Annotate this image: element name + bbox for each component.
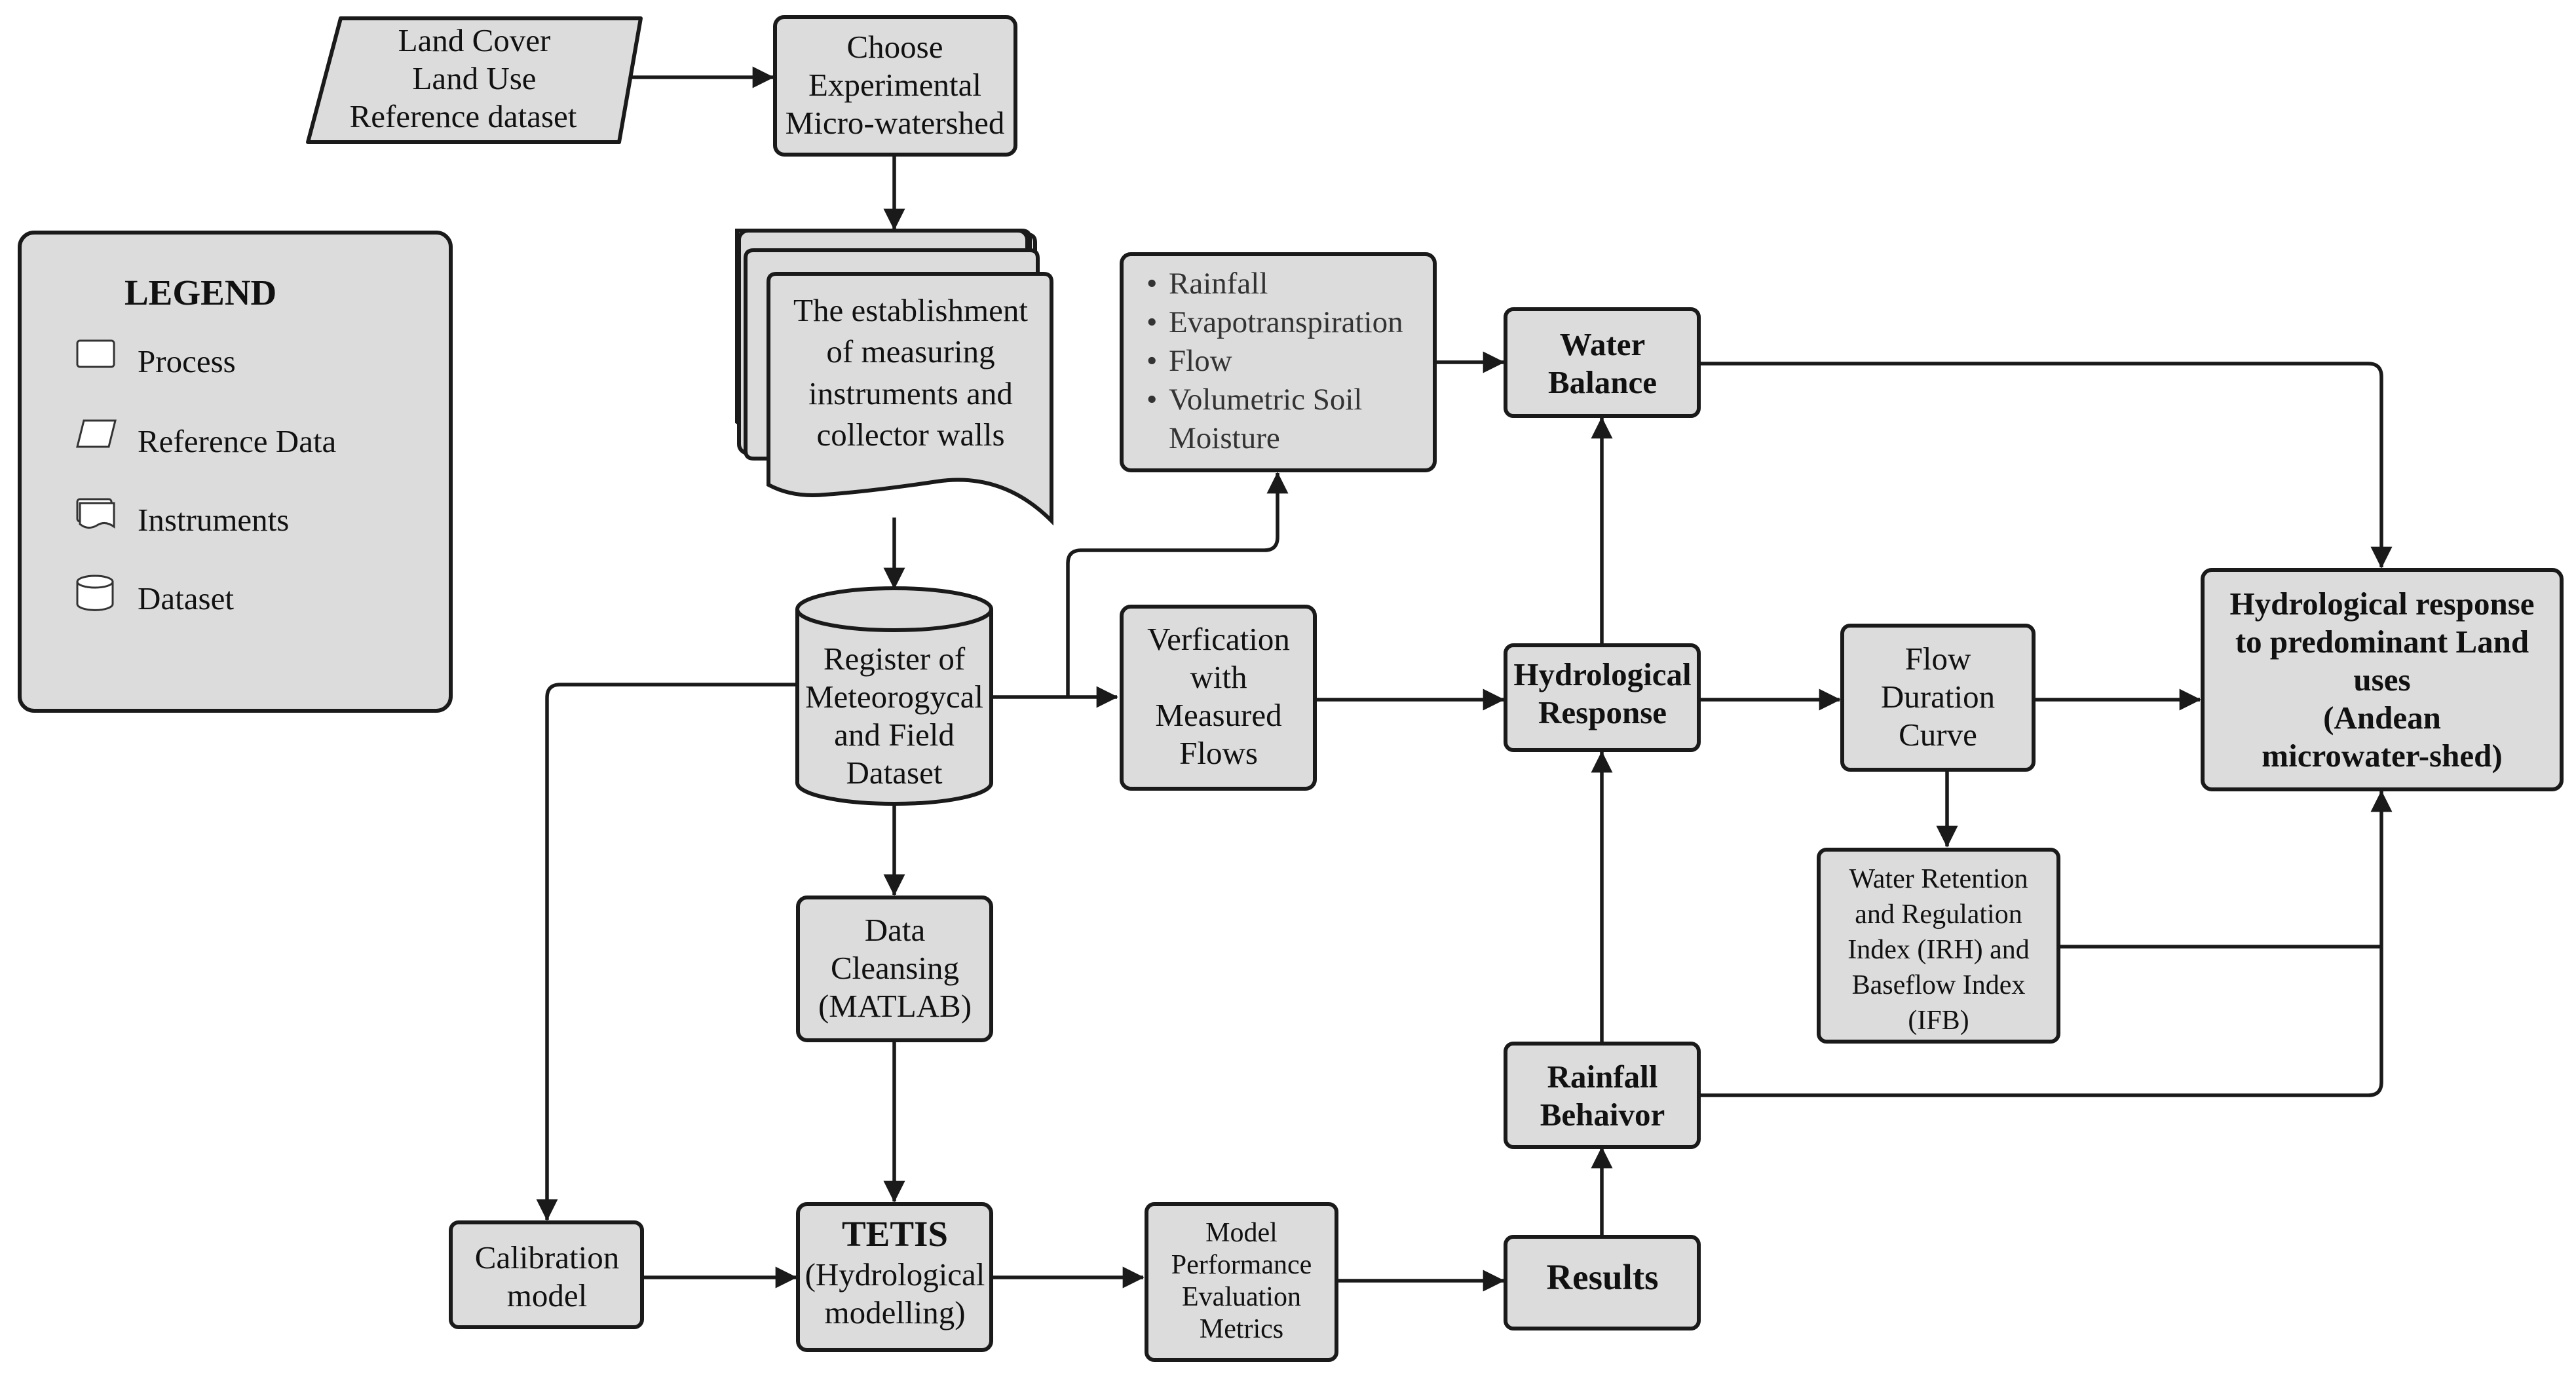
svg-text:Baseflow Index: Baseflow Index bbox=[1852, 970, 2026, 1000]
list-item: Evapotranspiration bbox=[1169, 305, 1403, 339]
svg-text:Flow: Flow bbox=[1905, 641, 1971, 677]
svg-text:The establishment: The establishment bbox=[793, 292, 1028, 328]
results-node: Results bbox=[1504, 1235, 1701, 1330]
dataset-symbol-icon bbox=[76, 575, 114, 611]
final-hydrological-response-node: Hydrological response to predominant Lan… bbox=[2201, 568, 2564, 791]
svg-text:Balance: Balance bbox=[1548, 364, 1657, 400]
tetis-model-node: TETIS (Hydrological modelling) bbox=[796, 1202, 993, 1352]
connectors bbox=[536, 66, 2393, 1292]
edge-register-to-variables bbox=[1066, 472, 1289, 697]
svg-text:Measured: Measured bbox=[1155, 697, 1281, 733]
water-balance-node: Water Balance bbox=[1504, 307, 1701, 418]
edge-waterbalance-to-final bbox=[1700, 362, 2393, 569]
variables-list-node: • Rainfall • Evapotranspiration • Flow •… bbox=[1120, 252, 1437, 472]
svg-text:•: • bbox=[1146, 383, 1157, 417]
legend-title: LEGEND bbox=[124, 273, 276, 312]
water-retention-index-node: Water Retention and Regulation Index (IR… bbox=[1817, 848, 2060, 1044]
svg-text:•: • bbox=[1146, 267, 1157, 301]
svg-text:uses: uses bbox=[2353, 662, 2410, 698]
svg-text:collector walls: collector walls bbox=[816, 417, 1004, 453]
svg-text:to predominant Land: to predominant Land bbox=[2235, 624, 2529, 660]
choose-watershed-process-node: Choose Experimental Micro-watershed bbox=[773, 15, 1017, 157]
svg-text:modelling): modelling) bbox=[824, 1294, 965, 1330]
svg-text:Hydrological response: Hydrological response bbox=[2229, 586, 2534, 622]
svg-text:Meteorogycal: Meteorogycal bbox=[805, 679, 983, 715]
svg-text:microwater-shed): microwater-shed) bbox=[2262, 738, 2502, 774]
svg-text:Metrics: Metrics bbox=[1200, 1314, 1283, 1344]
register-dataset-node: Register of Meteorogycal and Field Datas… bbox=[795, 586, 993, 806]
list-item: Volumetric Soil bbox=[1169, 383, 1363, 417]
list-item: Moisture bbox=[1169, 421, 1280, 455]
legend-item-process: Process bbox=[138, 343, 236, 379]
svg-text:instruments and: instruments and bbox=[808, 375, 1013, 411]
verification-process-node: Verfication with Measured Flows bbox=[1120, 605, 1317, 791]
svg-text:Land Cover: Land Cover bbox=[398, 22, 551, 58]
rainfall-behavior-node: Rainfall Behaivor bbox=[1504, 1042, 1701, 1149]
land-cover-reference-data-node: Land Cover Land Use Reference dataset bbox=[306, 16, 643, 144]
edge-rainfall-to-final bbox=[1700, 790, 2393, 1097]
svg-text:TETIS: TETIS bbox=[842, 1214, 948, 1254]
svg-text:Model: Model bbox=[1205, 1218, 1278, 1248]
svg-text:Performance: Performance bbox=[1171, 1250, 1312, 1280]
establishment-instruments-node: The establishment of measuring instrumen… bbox=[735, 229, 1053, 526]
svg-text:Cleansing: Cleansing bbox=[831, 950, 959, 986]
svg-text:Dataset: Dataset bbox=[846, 755, 943, 791]
svg-text:Results: Results bbox=[1546, 1257, 1658, 1297]
svg-text:Land Use: Land Use bbox=[412, 60, 536, 96]
svg-text:Choose: Choose bbox=[847, 29, 943, 65]
svg-text:Register of: Register of bbox=[824, 641, 966, 677]
svg-text:and Field: and Field bbox=[834, 717, 955, 753]
list-item: Flow bbox=[1169, 344, 1232, 378]
svg-text:Duration: Duration bbox=[1881, 679, 1995, 715]
list-item: Rainfall bbox=[1169, 267, 1268, 301]
svg-text:(Andean: (Andean bbox=[2323, 700, 2441, 736]
svg-text:Hydrological: Hydrological bbox=[1513, 656, 1691, 692]
svg-text:Behaivor: Behaivor bbox=[1540, 1097, 1665, 1133]
svg-text:of measuring: of measuring bbox=[826, 333, 994, 369]
flow-duration-curve-node: Flow Duration Curve bbox=[1840, 624, 2036, 772]
hydrological-response-node: Hydrological Response bbox=[1504, 643, 1701, 752]
edge-register-to-calibration bbox=[536, 683, 796, 1221]
legend-panel: LEGEND Process Reference Data Instrument… bbox=[18, 231, 453, 713]
svg-text:Rainfall: Rainfall bbox=[1547, 1059, 1658, 1095]
svg-text:Evaluation: Evaluation bbox=[1182, 1282, 1301, 1312]
reference-data-symbol-icon bbox=[76, 419, 117, 448]
svg-text:Experimental: Experimental bbox=[808, 67, 981, 103]
svg-text:Index (IRH) and: Index (IRH) and bbox=[1847, 935, 2030, 965]
svg-text:(MATLAB): (MATLAB) bbox=[818, 988, 972, 1024]
svg-text:(IFB): (IFB) bbox=[1908, 1006, 1969, 1036]
svg-text:Calibration: Calibration bbox=[475, 1239, 619, 1275]
svg-text:with: with bbox=[1190, 659, 1247, 695]
svg-text:Verfication: Verfication bbox=[1147, 621, 1290, 657]
instruments-symbol-icon bbox=[76, 498, 115, 529]
data-cleansing-process-node: Data Cleansing (MATLAB) bbox=[796, 896, 993, 1042]
svg-text:Micro-watershed: Micro-watershed bbox=[786, 105, 1005, 141]
svg-text:Water: Water bbox=[1560, 326, 1646, 362]
svg-text:Response: Response bbox=[1538, 694, 1667, 730]
svg-text:•: • bbox=[1146, 305, 1157, 339]
legend-item-instruments: Instruments bbox=[138, 502, 289, 538]
svg-text:Data: Data bbox=[865, 912, 926, 948]
process-symbol-icon bbox=[76, 339, 115, 368]
svg-text:(Hydrological: (Hydrological bbox=[805, 1256, 985, 1292]
calibration-model-node: Calibration model bbox=[449, 1220, 644, 1329]
legend-item-reference-data: Reference Data bbox=[138, 423, 337, 459]
svg-text:Water Retention: Water Retention bbox=[1849, 864, 2028, 894]
svg-text:Curve: Curve bbox=[1899, 717, 1977, 753]
svg-text:Flows: Flows bbox=[1179, 735, 1258, 771]
svg-text:•: • bbox=[1146, 344, 1157, 378]
legend-item-dataset: Dataset bbox=[138, 580, 234, 616]
svg-text:and Regulation: and Regulation bbox=[1855, 899, 2022, 930]
svg-text:Reference dataset: Reference dataset bbox=[350, 98, 577, 134]
svg-text:model: model bbox=[507, 1277, 587, 1313]
model-performance-node: Model Performance Evaluation Metrics bbox=[1145, 1202, 1338, 1362]
